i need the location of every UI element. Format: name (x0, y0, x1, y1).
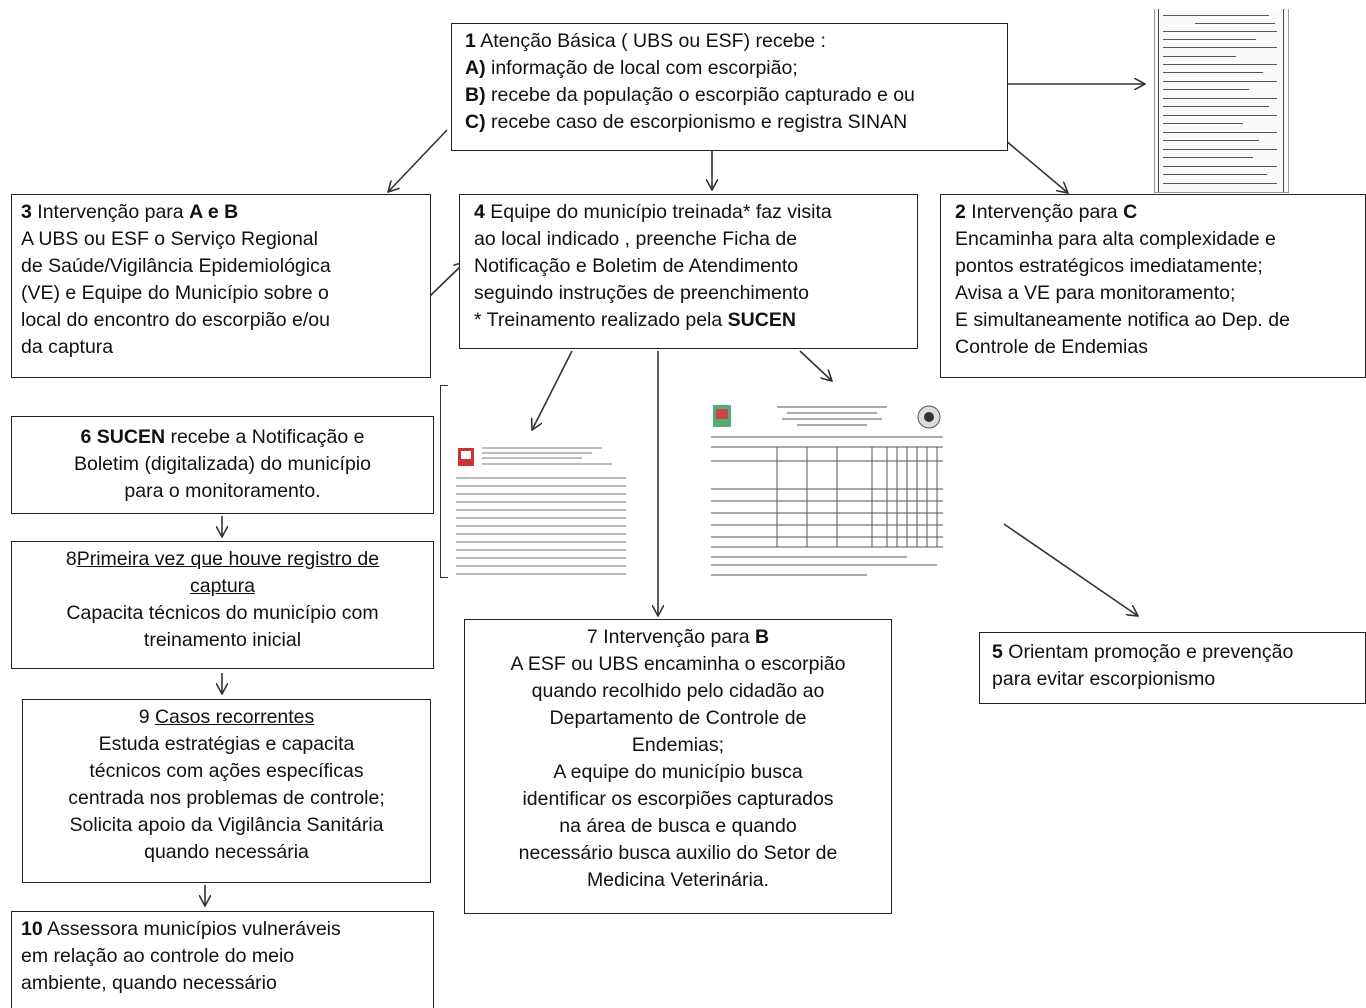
arrow-4-to-form-right (799, 350, 832, 381)
arrow-form-to-5 (1003, 523, 1138, 616)
box-10-assessora: 10 Assessora municípios vulneráveis em r… (11, 911, 434, 1008)
box-1-title: Atenção Básica ( UBS ou ESF) recebe : (480, 30, 826, 52)
box-6-sucen-recebe: 6 SUCEN recebe a Notificação e Boletim (… (11, 416, 434, 514)
sinan-form-thumbnail (1154, 9, 1289, 193)
boletim-table-graphic (711, 405, 943, 576)
box-1-atencao-basica: 1 Atenção Básica ( UBS ou ESF) recebe : … (451, 23, 1008, 151)
step-number: 1 (465, 30, 476, 52)
arrow-4-to-form-left (532, 350, 573, 430)
box-2-intervencao-c: 2 Intervenção para C Encaminha para alta… (940, 194, 1366, 378)
bracket-6-8 (440, 385, 448, 578)
box-1-item-c: C) recebe caso de escorpionismo e regist… (465, 111, 908, 133)
notification-form-graphic (456, 447, 626, 575)
arrow-1-to-3 (388, 129, 448, 192)
box-1-item-b: B) recebe da população o escorpião captu… (465, 84, 915, 106)
boletim-table-thumbnail (707, 401, 947, 583)
box-3-title: 3 Intervenção para A e B (21, 201, 239, 223)
box-1-title-line: 1 Atenção Básica ( UBS ou ESF) recebe : (465, 28, 998, 55)
box-8-primeira-vez: 8Primeira vez que houve registro de capt… (11, 541, 434, 669)
box-7-intervencao-b: 7 Intervenção para B A ESF ou UBS encami… (464, 619, 892, 914)
box-3-intervencao-a-b: 3 Intervenção para A e B A UBS ou ESF o … (11, 194, 431, 378)
box-4-footnote: * Treinamento realizado pela SUCEN (474, 309, 796, 331)
box-5-orientam: 5 Orientam promoção e prevenção para evi… (979, 632, 1366, 704)
arrow-1-to-2 (1004, 139, 1068, 193)
box-1-item-a: A) informação de local com escorpião; (465, 57, 798, 79)
notification-form-thumbnail (452, 440, 630, 580)
box-9-casos-recorrentes: 9 Casos recorrentes Estuda estratégias e… (22, 699, 431, 883)
box-4-equipe-municipio: 4 Equipe do município treinada* faz visi… (459, 194, 918, 349)
